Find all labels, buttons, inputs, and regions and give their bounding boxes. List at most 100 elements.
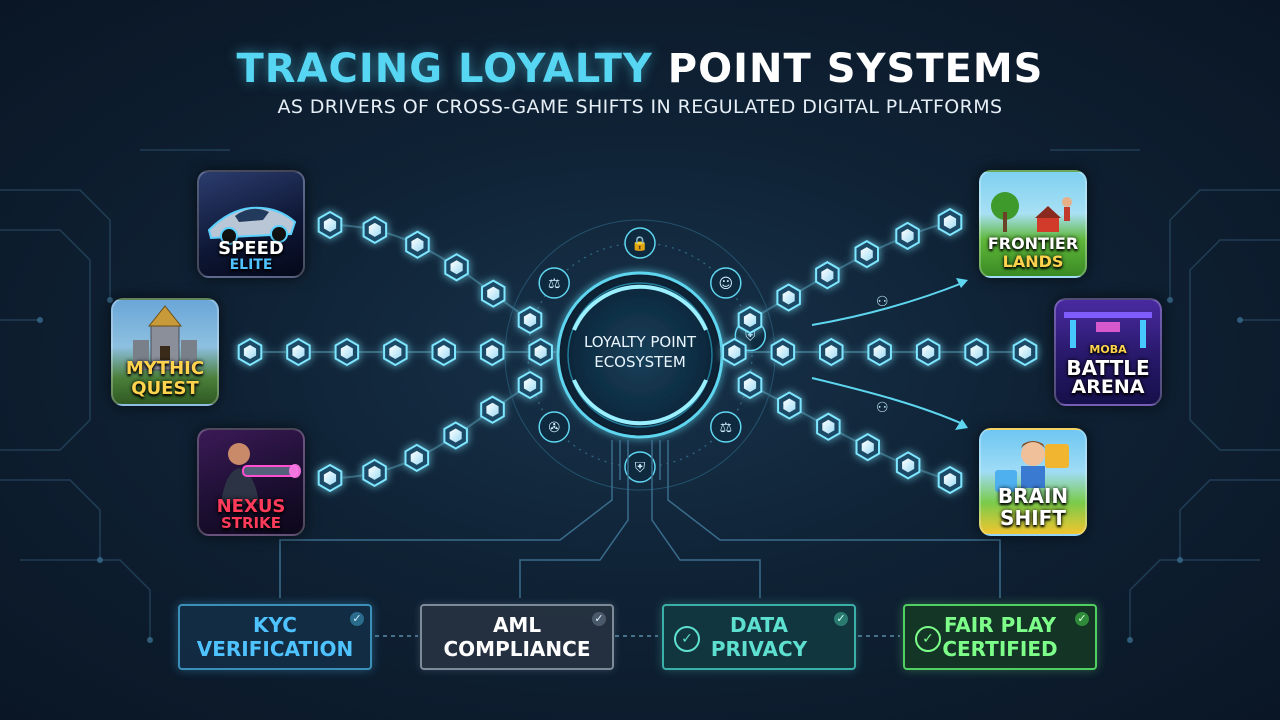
svg-text:🔒: 🔒 bbox=[631, 236, 648, 252]
page-subtitle: AS DRIVERS OF CROSS-GAME SHIFTS IN REGUL… bbox=[277, 96, 1003, 118]
game-tile-nexus-strike[interactable]: NEXUS STRIKE bbox=[197, 428, 305, 536]
game-badge: MOBA bbox=[1089, 343, 1127, 356]
loyalty-token-icon bbox=[722, 337, 747, 367]
game-tile-battle-arena[interactable]: MOBA BATTLE ARENA bbox=[1054, 298, 1162, 406]
arena-icon bbox=[1064, 312, 1152, 348]
loyalty-token-icon bbox=[480, 395, 505, 424]
compliance-line1: DATA bbox=[729, 613, 789, 637]
loyalty-token-icon bbox=[443, 421, 468, 450]
compliance-line1: FAIR PLAY bbox=[943, 613, 1057, 637]
svg-text:⚖: ⚖ bbox=[720, 420, 733, 436]
arrow-head bbox=[955, 419, 968, 430]
title-main: POINT SYSTEMS bbox=[667, 46, 1044, 92]
castle-icon bbox=[133, 305, 197, 371]
loyalty-token-icon bbox=[444, 253, 469, 282]
loyalty-token-icon bbox=[855, 432, 880, 462]
loyalty-token-icon bbox=[334, 337, 360, 367]
loyalty-token-icon bbox=[819, 337, 844, 367]
game-title-line2: ELITE bbox=[229, 257, 273, 273]
compliance-line1: AML bbox=[492, 613, 542, 637]
compliance-box-aml: AML COMPLIANCE ✓ bbox=[420, 604, 614, 670]
compliance-line1: KYC bbox=[253, 613, 297, 637]
game-tile-mythic-quest[interactable]: MYTHIC QUEST bbox=[111, 298, 219, 406]
game-title-line1: MYTHIC bbox=[125, 358, 205, 379]
game-title-line1: BRAIN bbox=[997, 484, 1069, 508]
person-group-icon: ⚇ bbox=[876, 400, 889, 416]
check-icon: ✓ bbox=[592, 612, 606, 626]
game-title-line2: STRIKE bbox=[220, 514, 282, 532]
loyalty-token-icon bbox=[517, 305, 543, 335]
game-title-line2: LANDS bbox=[1002, 252, 1064, 271]
loyalty-token-icon bbox=[431, 337, 456, 367]
loyalty-token-icon bbox=[317, 463, 343, 493]
loyalty-token-icon bbox=[777, 391, 802, 420]
loyalty-token-icon bbox=[479, 337, 505, 367]
loyalty-token-icon bbox=[737, 370, 763, 400]
loyalty-token-icon bbox=[362, 215, 388, 245]
check-icon: ✓ bbox=[834, 612, 848, 626]
loyalty-token-icon bbox=[405, 230, 430, 259]
loyalty-token-icon bbox=[517, 370, 543, 400]
puzzle-character-icon bbox=[995, 441, 1069, 492]
svg-text:✇: ✇ bbox=[548, 420, 560, 436]
id-badge-icon: ☺ bbox=[710, 267, 742, 299]
game-title-line1: NEXUS bbox=[216, 496, 286, 517]
check-icon: ✓ bbox=[350, 612, 364, 626]
game-title-line1: SPEED bbox=[218, 238, 284, 259]
game-title-line2: ARENA bbox=[1071, 376, 1145, 398]
game-tile-brain-shift[interactable]: BRAIN SHIFT bbox=[979, 428, 1087, 536]
scales-icon: ⚖ bbox=[538, 267, 570, 299]
game-tile-speed-elite[interactable]: SPEED ELITE bbox=[197, 170, 305, 278]
compliance-line2: CERTIFIED bbox=[942, 637, 1058, 661]
check-circle-icon: ✓ bbox=[915, 626, 941, 652]
loyalty-token-icon bbox=[528, 337, 553, 367]
game-title-line2: SHIFT bbox=[1000, 506, 1066, 530]
compliance-connectors bbox=[279, 440, 1001, 598]
loyalty-token-icon bbox=[937, 207, 963, 237]
loyalty-token-icon bbox=[383, 337, 408, 367]
compliance-line2: PRIVACY bbox=[710, 637, 808, 661]
loyalty-token-icon bbox=[362, 458, 387, 488]
check-icon: ✓ bbox=[1075, 612, 1089, 626]
svg-text:☺: ☺ bbox=[718, 276, 733, 292]
soldier-icon bbox=[221, 443, 301, 504]
satellite-icon: ✇ bbox=[538, 411, 570, 443]
loyalty-token-icon bbox=[481, 279, 506, 308]
loyalty-token-icon bbox=[1012, 337, 1038, 367]
game-tile-frontier-lands[interactable]: FRONTIER LANDS bbox=[979, 170, 1087, 278]
loyalty-token-icon bbox=[854, 239, 879, 269]
scales-icon: ⚖ bbox=[710, 411, 742, 443]
flow-arrows bbox=[811, 281, 966, 426]
arrow-head bbox=[956, 278, 968, 288]
loyalty-token-icon bbox=[937, 465, 963, 495]
hub-label-line2: ECOSYSTEM bbox=[594, 353, 686, 371]
shield-icon: ⛨ bbox=[624, 451, 656, 483]
loyalty-token-icon bbox=[964, 337, 989, 367]
loyalty-token-icon bbox=[867, 337, 892, 367]
compliance-box-data-privacy: ✓ DATA PRIVACY ✓ bbox=[662, 604, 856, 670]
game-title-line1: BATTLE bbox=[1066, 356, 1150, 380]
loyalty-token-icon bbox=[776, 283, 801, 312]
title-accent: TRACING LOYALTY bbox=[236, 46, 653, 92]
lock-icon: 🔒 bbox=[624, 227, 656, 259]
loyalty-token-icon bbox=[770, 337, 796, 367]
compliance-line2: VERIFICATION bbox=[196, 637, 354, 661]
person-group-icon: ⚇ bbox=[876, 294, 889, 310]
compliance-box-fair-play: ✓ FAIR PLAY CERTIFIED ✓ bbox=[903, 604, 1097, 670]
compliance-line2: COMPLIANCE bbox=[443, 637, 591, 661]
compliance-box-kyc: KYC VERIFICATION ✓ bbox=[178, 604, 372, 670]
race-car-icon bbox=[207, 206, 297, 245]
game-title-line1: FRONTIER bbox=[987, 234, 1079, 253]
check-circle-icon: ✓ bbox=[674, 626, 700, 652]
hub bbox=[504, 219, 776, 491]
svg-text:⛨: ⛨ bbox=[745, 329, 756, 345]
loyalty-token-icon bbox=[317, 210, 343, 240]
loyalty-token-icon bbox=[404, 443, 430, 473]
loyalty-token-icon bbox=[895, 221, 920, 251]
hub-label: LOYALTY POINT ECOSYSTEM bbox=[560, 332, 720, 372]
svg-text:⛨: ⛨ bbox=[635, 460, 646, 476]
loyalty-token-icon bbox=[816, 412, 841, 441]
loyalty-token-icon bbox=[237, 337, 263, 367]
